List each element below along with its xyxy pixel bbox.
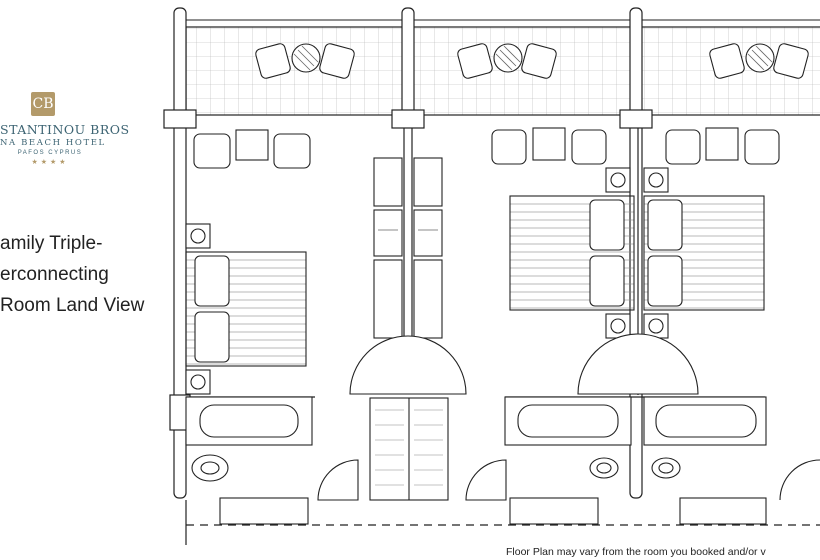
entry-closets bbox=[369, 397, 449, 501]
beds bbox=[185, 167, 765, 395]
brand-emblem-icon: CB bbox=[31, 92, 55, 116]
lounge-seating bbox=[193, 127, 780, 169]
hotel-logo: CB STANTINOU BROS NA BEACH HOTEL PAFOS C… bbox=[0, 90, 150, 170]
balcony-furniture bbox=[255, 43, 809, 79]
wardrobes bbox=[373, 157, 443, 339]
floor-plan-disclaimer: Floor Plan may vary from the room you bo… bbox=[506, 546, 766, 558]
bathrooms bbox=[185, 396, 767, 525]
room-title-line-2: erconnecting bbox=[0, 264, 109, 285]
brand-name: STANTINOU BROS bbox=[0, 122, 130, 137]
brand-hotel-name: NA BEACH HOTEL bbox=[0, 138, 106, 148]
room-type-title: amily Triple- erconnecting Room Land Vie… bbox=[0, 228, 165, 321]
door-swings bbox=[317, 333, 820, 501]
brand-location: PAFOS CYPRUS bbox=[17, 150, 83, 156]
room-title-line-1: amily Triple- bbox=[0, 233, 103, 254]
brand-stars: ★★★★ bbox=[31, 159, 69, 166]
room-title-line-3: Room Land View bbox=[0, 295, 145, 316]
